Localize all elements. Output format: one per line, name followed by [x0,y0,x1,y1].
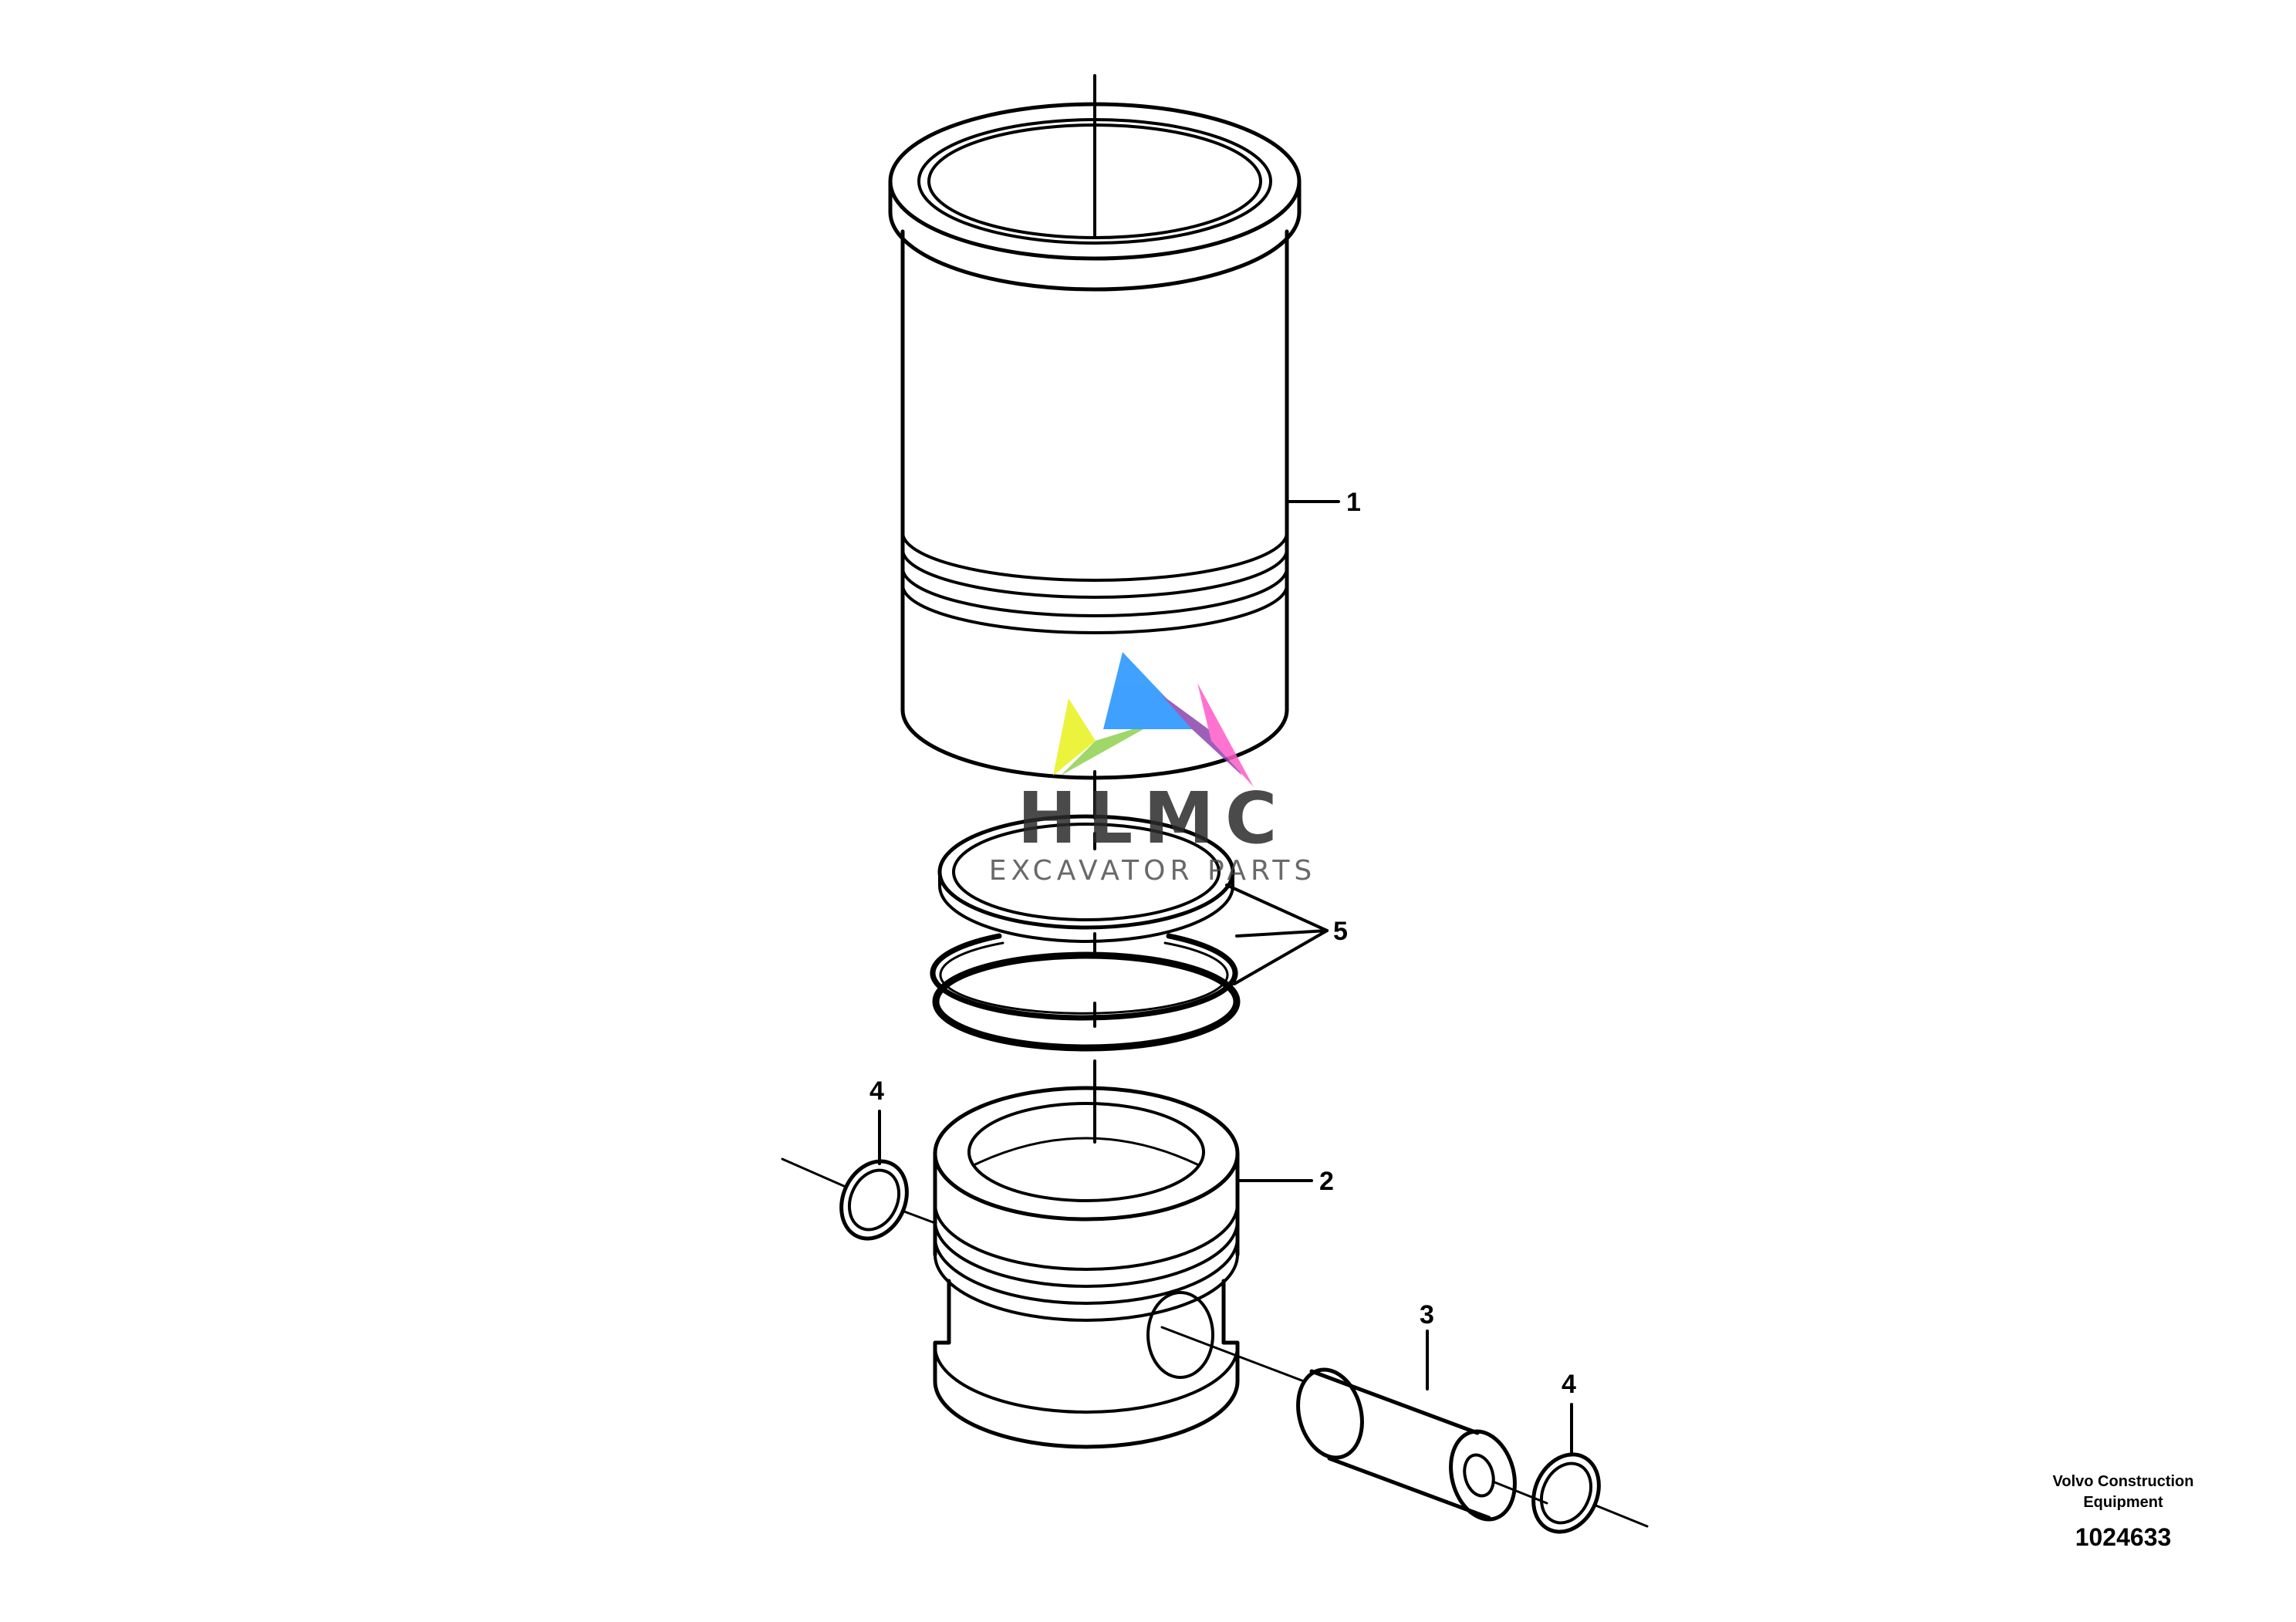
callout-4-right: 4 [1562,1370,1576,1399]
logo-pink-peak [1197,683,1254,787]
circlip-right [1491,1403,1649,1534]
company-line-1: Volvo Construction [2053,1473,2194,1490]
callout-4-left: 4 [869,1076,884,1106]
watermark-title: HLMC [1018,777,1288,860]
callout-1: 1 [1346,488,1361,517]
circlip-left [781,1110,937,1241]
watermark-subtitle: EXCAVATOR PARTS [989,855,1316,887]
company-line-2: Equipment [2083,1494,2163,1511]
logo-yellow-shard [1053,698,1096,776]
cylinder-liner [888,74,1340,819]
callout-2: 2 [1319,1167,1334,1196]
piston-pin [1160,1326,1517,1522]
piston-ring-set [930,814,1329,1052]
figure-number: 1024633 [2075,1523,2172,1551]
callout-5: 5 [1333,917,1348,946]
logo-purple-shard [1161,694,1242,776]
logo-green-shard [1061,721,1157,776]
logo-blue-peak [1103,652,1196,729]
callout-3: 3 [1420,1300,1434,1330]
piston [933,1059,1313,1449]
watermark-logo [1053,652,1254,787]
